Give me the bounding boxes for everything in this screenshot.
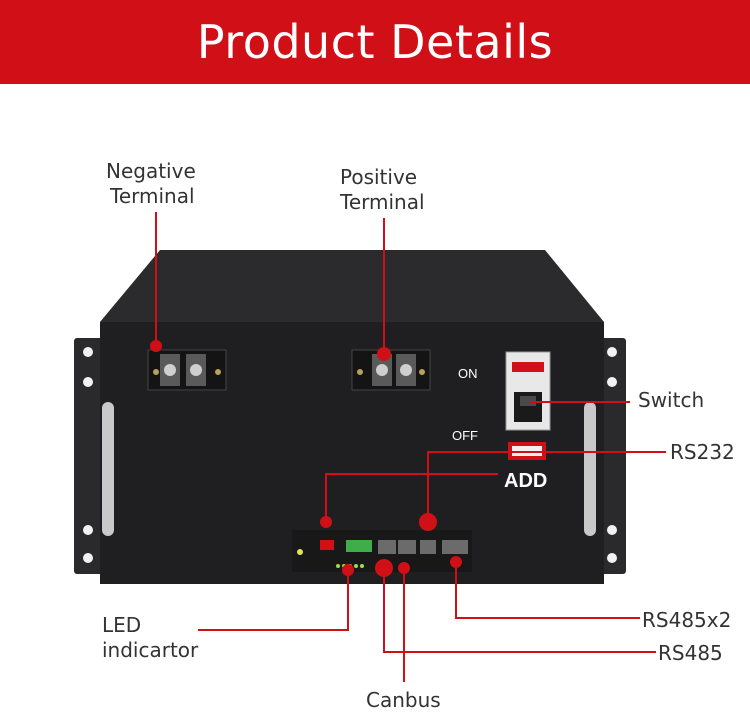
- right-handle: [584, 402, 596, 536]
- off-label: OFF: [452, 428, 478, 443]
- on-label: ON: [458, 366, 478, 381]
- left-rack-ear: [74, 338, 104, 574]
- callout-markers: [150, 340, 462, 577]
- battery-top: [100, 250, 604, 322]
- title-banner: Product Details: [0, 0, 750, 84]
- rs485x2-label: RS485x2: [642, 608, 732, 632]
- left-handle: [102, 402, 114, 536]
- rs232-label: RS232: [670, 440, 735, 464]
- callout-lines: [155, 212, 666, 682]
- canbus-label: Canbus: [366, 688, 441, 712]
- rs485-label: RS485: [658, 641, 723, 665]
- positive-terminal-label: Positive Terminal: [340, 165, 425, 214]
- add-label: ADD: [504, 470, 548, 492]
- negative-terminal-label: Negative Terminal: [106, 159, 196, 208]
- switch-label: Switch: [638, 388, 705, 412]
- led-indicator-label: LED indicartor: [102, 613, 199, 662]
- page-title: Product Details: [196, 15, 554, 69]
